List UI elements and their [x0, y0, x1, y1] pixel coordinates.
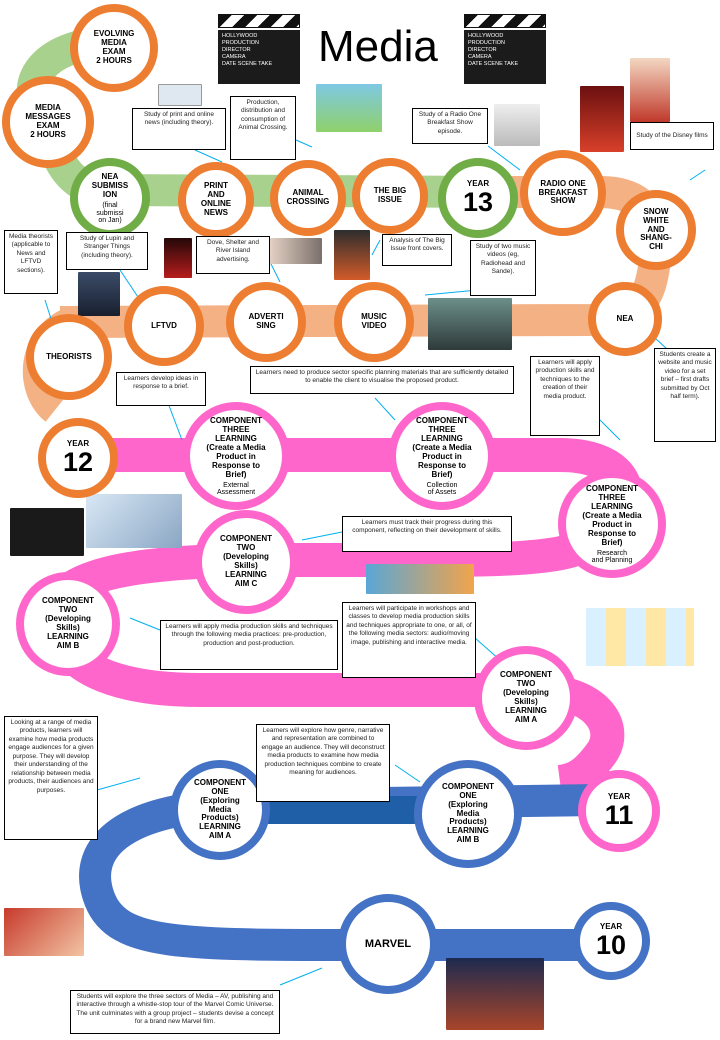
- node-snow-white-shang-chi: SNOW WHITE AND SHANG- CHI: [616, 190, 696, 270]
- node-component-one-aim-a: COMPONENT ONE (Exploring Media Products)…: [170, 760, 270, 860]
- note-disney-films: Study of the Disney films: [630, 122, 714, 150]
- note-animal-crossing: Production, distribution and consumption…: [230, 96, 296, 160]
- note-print-news: Study of print and online news (includin…: [132, 108, 226, 150]
- node-component-one-aim-b: COMPONENT ONE (Exploring Media Products)…: [414, 760, 522, 868]
- blog-laptop-image: [86, 494, 182, 548]
- note-apply-media-practices: Learners will apply media production ski…: [160, 620, 338, 670]
- node-theorists: THEORISTS: [26, 314, 112, 400]
- music-video-image: [428, 298, 512, 350]
- path-blue: [79, 784, 620, 961]
- note-lupin-stranger-things: Study of Lupin and Stranger Things (incl…: [66, 232, 148, 270]
- node-component-two-aim-c: COMPONENT TWO (Developing Skills) LEARNI…: [194, 510, 298, 614]
- page-title: Media: [318, 22, 438, 71]
- animal-crossing-image: [316, 84, 382, 132]
- node-nea-submission: NEA SUBMISS ION(final submissi on Jan): [70, 158, 150, 238]
- bao-image: [4, 908, 84, 956]
- camera-screen-image: [366, 564, 474, 594]
- node-nea: NEA: [588, 282, 662, 356]
- node-print-online-news: PRINT AND ONLINE NEWS: [178, 162, 254, 238]
- advertising-image: [270, 238, 322, 264]
- node-marvel: MARVEL: [338, 894, 438, 994]
- shang-chi-poster-image: [580, 86, 624, 152]
- note-genre-narrative: Learners will explore how genre, narrati…: [256, 724, 390, 802]
- node-animal-crossing: ANIMAL CROSSING: [270, 160, 346, 236]
- stranger-things-image: [164, 238, 192, 278]
- node-music-video: MUSIC VIDEO: [334, 282, 414, 362]
- node-component-three-external: COMPONENT THREE LEARNING (Create a Media…: [182, 402, 290, 510]
- snow-white-poster-image: [630, 58, 670, 122]
- note-planning-materials: Learners need to produce sector specific…: [250, 366, 514, 394]
- note-track-progress: Learners must track their progress durin…: [342, 516, 512, 552]
- node-component-two-aim-a: COMPONENT TWO (Developing Skills) LEARNI…: [474, 646, 578, 750]
- node-lftvd: LFTVD: [124, 286, 204, 366]
- note-radio-one: Study of a Radio One Breakfast Show epis…: [412, 108, 488, 144]
- node-component-three-research: COMPONENT THREE LEARNING (Create a Media…: [558, 470, 666, 578]
- note-nea-brief: Students create a website and music vide…: [654, 348, 716, 442]
- batman-lftvd-image: [78, 272, 120, 316]
- radio-presenter-image: [494, 104, 540, 146]
- avengers-poster-image: [446, 958, 544, 1030]
- character-grid-image: [586, 608, 694, 666]
- node-component-two-aim-b: COMPONENT TWO (Developing Skills) LEARNI…: [16, 572, 120, 676]
- note-marvel-unit: Students will explore the three sectors …: [70, 990, 280, 1034]
- note-workshops: Learners will participate in workshops a…: [342, 602, 476, 678]
- note-big-issue: Analysis of The Big Issue front covers.: [382, 234, 452, 266]
- node-component-three-assets: COMPONENT THREE LEARNING (Create a Media…: [388, 402, 496, 510]
- note-theorists: Media theorists (applicable to News and …: [4, 230, 58, 294]
- note-music-videos: Study of two music videos (eg, Radiohead…: [470, 240, 536, 296]
- note-develop-ideas: Learners develop ideas in response to a …: [116, 372, 206, 406]
- hypodermic-theory-image: [10, 508, 84, 556]
- note-advertising: Dove, Shelter and River Island advertisi…: [196, 236, 270, 274]
- note-apply-production: Learners will apply production skills an…: [530, 356, 600, 436]
- node-evolving-media-exam: EVOLVING MEDIA EXAM 2 HOURS: [70, 4, 158, 92]
- note-range-of-media: Looking at a range of media products, le…: [4, 716, 98, 840]
- node-radio-one: RADIO ONE BREAKFAST SHOW: [520, 150, 606, 236]
- big-issue-cover-image: [334, 230, 370, 280]
- node-advertising: ADVERTI SING: [226, 282, 306, 362]
- node-media-messages-exam: MEDIA MESSAGES EXAM 2 HOURS: [2, 76, 94, 168]
- guardian-thumbnail-image: [158, 84, 202, 106]
- node-big-issue: THE BIG ISSUE: [352, 158, 428, 234]
